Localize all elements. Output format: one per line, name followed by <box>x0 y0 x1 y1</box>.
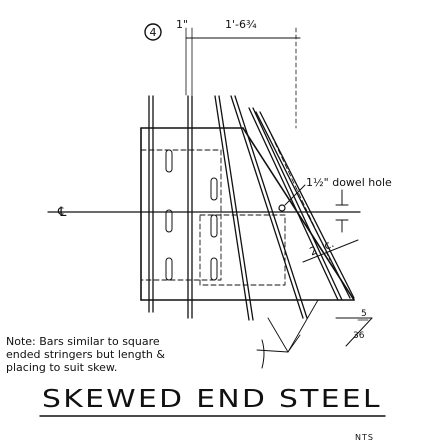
concrete-outline <box>140 127 355 301</box>
skew-small-label: 5 <box>361 309 367 319</box>
skew-indicator: 5 36 <box>335 309 373 347</box>
bar <box>230 95 308 319</box>
slot <box>210 257 218 281</box>
spacing-dimension-line <box>302 239 359 263</box>
dimension-left-label: 1" <box>176 18 188 31</box>
dowel-hole-callout: 1½" dowel hole <box>278 176 392 212</box>
right-dimension <box>335 189 349 233</box>
dowel-leader <box>284 184 306 206</box>
dowel-hole <box>278 204 286 212</box>
dimension-right-label: 1'-6¾ <box>225 18 257 31</box>
slot <box>165 149 173 173</box>
slot <box>165 257 173 281</box>
note: Note: Bars similar to square ended strin… <box>6 335 165 374</box>
bar <box>148 95 154 313</box>
note-line-3: placing to suit skew. <box>6 361 117 374</box>
detail-mark: 4 <box>144 23 162 41</box>
centerline: ℄ <box>47 205 361 220</box>
note-line-2: ended stringers but length & <box>6 348 165 361</box>
slot <box>210 214 218 238</box>
drawing-title: SKEWED END STEEL <box>42 384 382 413</box>
dowel-hole-label: 1½" dowel hole <box>306 176 392 189</box>
slot <box>210 177 218 201</box>
slot <box>165 209 173 233</box>
bar <box>187 95 193 319</box>
note-line-1: Note: Bars similar to square <box>6 335 160 348</box>
bar <box>255 111 355 299</box>
detail-mark-number: 4 <box>150 26 157 39</box>
scale-label: NTS <box>355 433 374 442</box>
bar <box>214 95 254 321</box>
title-block: SKEWED END STEEL NTS <box>39 384 386 442</box>
note-leaders <box>256 299 319 369</box>
skew-large-label: 36 <box>353 331 365 341</box>
bar <box>248 107 343 301</box>
dowel-slots <box>165 149 218 281</box>
detail-mark-circle <box>144 23 162 41</box>
reinforcing-bars <box>148 95 355 321</box>
centerline-symbol: ℄ <box>57 205 67 220</box>
top-dimensions: 1" 1'-6¾ <box>176 18 301 129</box>
